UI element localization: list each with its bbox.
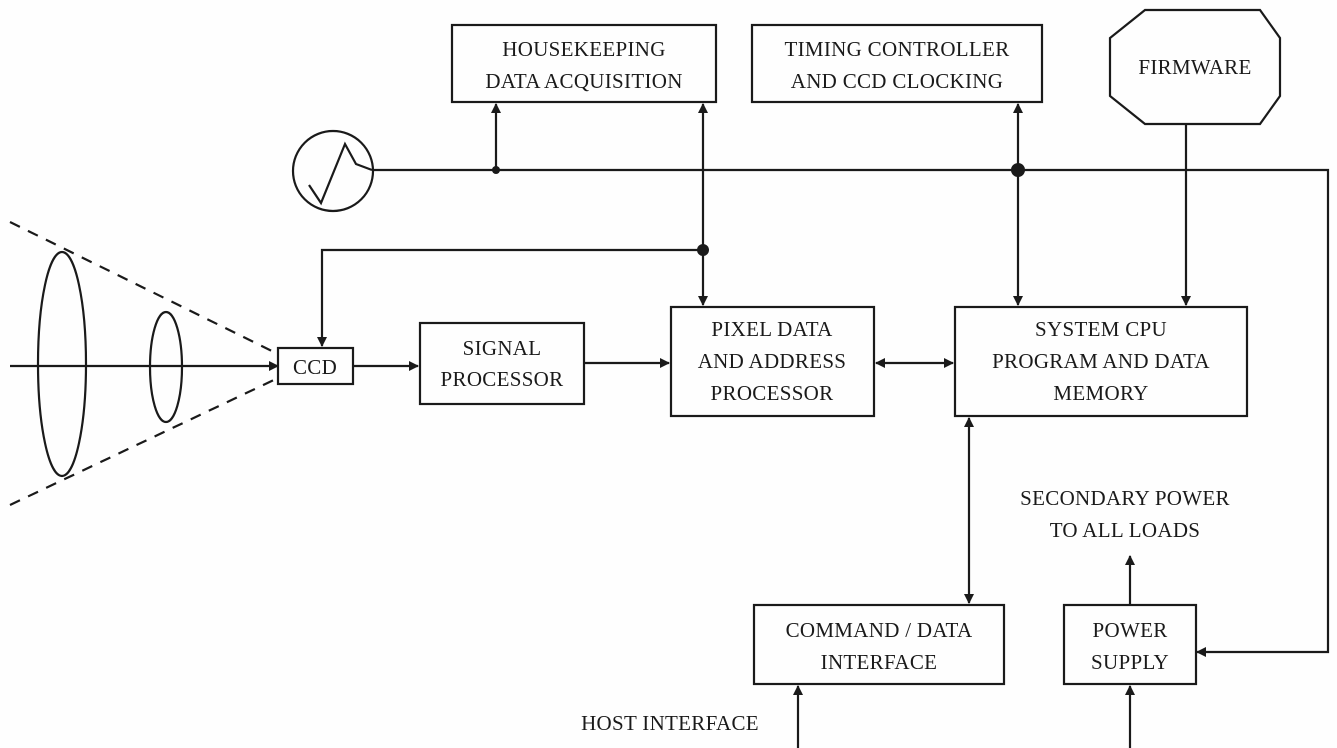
fov-lower-dashed: [9, 377, 279, 506]
command-label-1: COMMAND / DATA: [786, 618, 973, 642]
clock-to-ccd: [317, 248, 703, 347]
firmware-octagon: [1108, 8, 1282, 126]
firmware-label: FIRMWARE: [1138, 55, 1251, 79]
cpu-label-2: PROGRAM AND DATA: [992, 349, 1210, 373]
timing-label-2: AND CCD CLOCKING: [791, 69, 1003, 93]
system-cpu-box: [953, 305, 1249, 418]
large-lens: [36, 250, 88, 478]
timing-controller-box: [750, 23, 1044, 104]
command-interface-box: [752, 603, 1006, 686]
oscillator-symbol: [291, 129, 375, 213]
housekeeping-label-2: DATA ACQUISITION: [485, 69, 682, 93]
housekeeping-label-1: HOUSEKEEPING: [502, 37, 665, 61]
power-label-2: SUPPLY: [1091, 650, 1169, 674]
host-interface-label: HOST INTERFACE: [581, 711, 759, 735]
ccd-label: CCD: [293, 355, 337, 379]
signal-label-2: PROCESSOR: [441, 367, 564, 391]
optics-group: [9, 221, 279, 506]
junction-dot: [1011, 163, 1025, 177]
pixel-label-2: AND ADDRESS: [698, 349, 847, 373]
pixel-label-3: PROCESSOR: [711, 381, 834, 405]
fov-upper-dashed: [9, 221, 279, 355]
pixel-processor-box: [669, 305, 876, 418]
signal-label-1: SIGNAL: [463, 336, 542, 360]
secondary-power-label-1: SECONDARY POWER: [1020, 486, 1230, 510]
power-label-1: POWER: [1093, 618, 1168, 642]
command-label-2: INTERFACE: [821, 650, 938, 674]
pixel-label-1: PIXEL DATA: [711, 317, 833, 341]
clock-bus-line: [373, 168, 1330, 657]
cpu-label-1: SYSTEM CPU: [1035, 317, 1167, 341]
secondary-power-label-2: TO ALL LOADS: [1050, 518, 1201, 542]
junction-dot: [492, 166, 500, 174]
housekeeping-box: [450, 23, 718, 104]
cpu-label-3: MEMORY: [1053, 381, 1148, 405]
timing-label-1: TIMING CONTROLLER: [785, 37, 1010, 61]
